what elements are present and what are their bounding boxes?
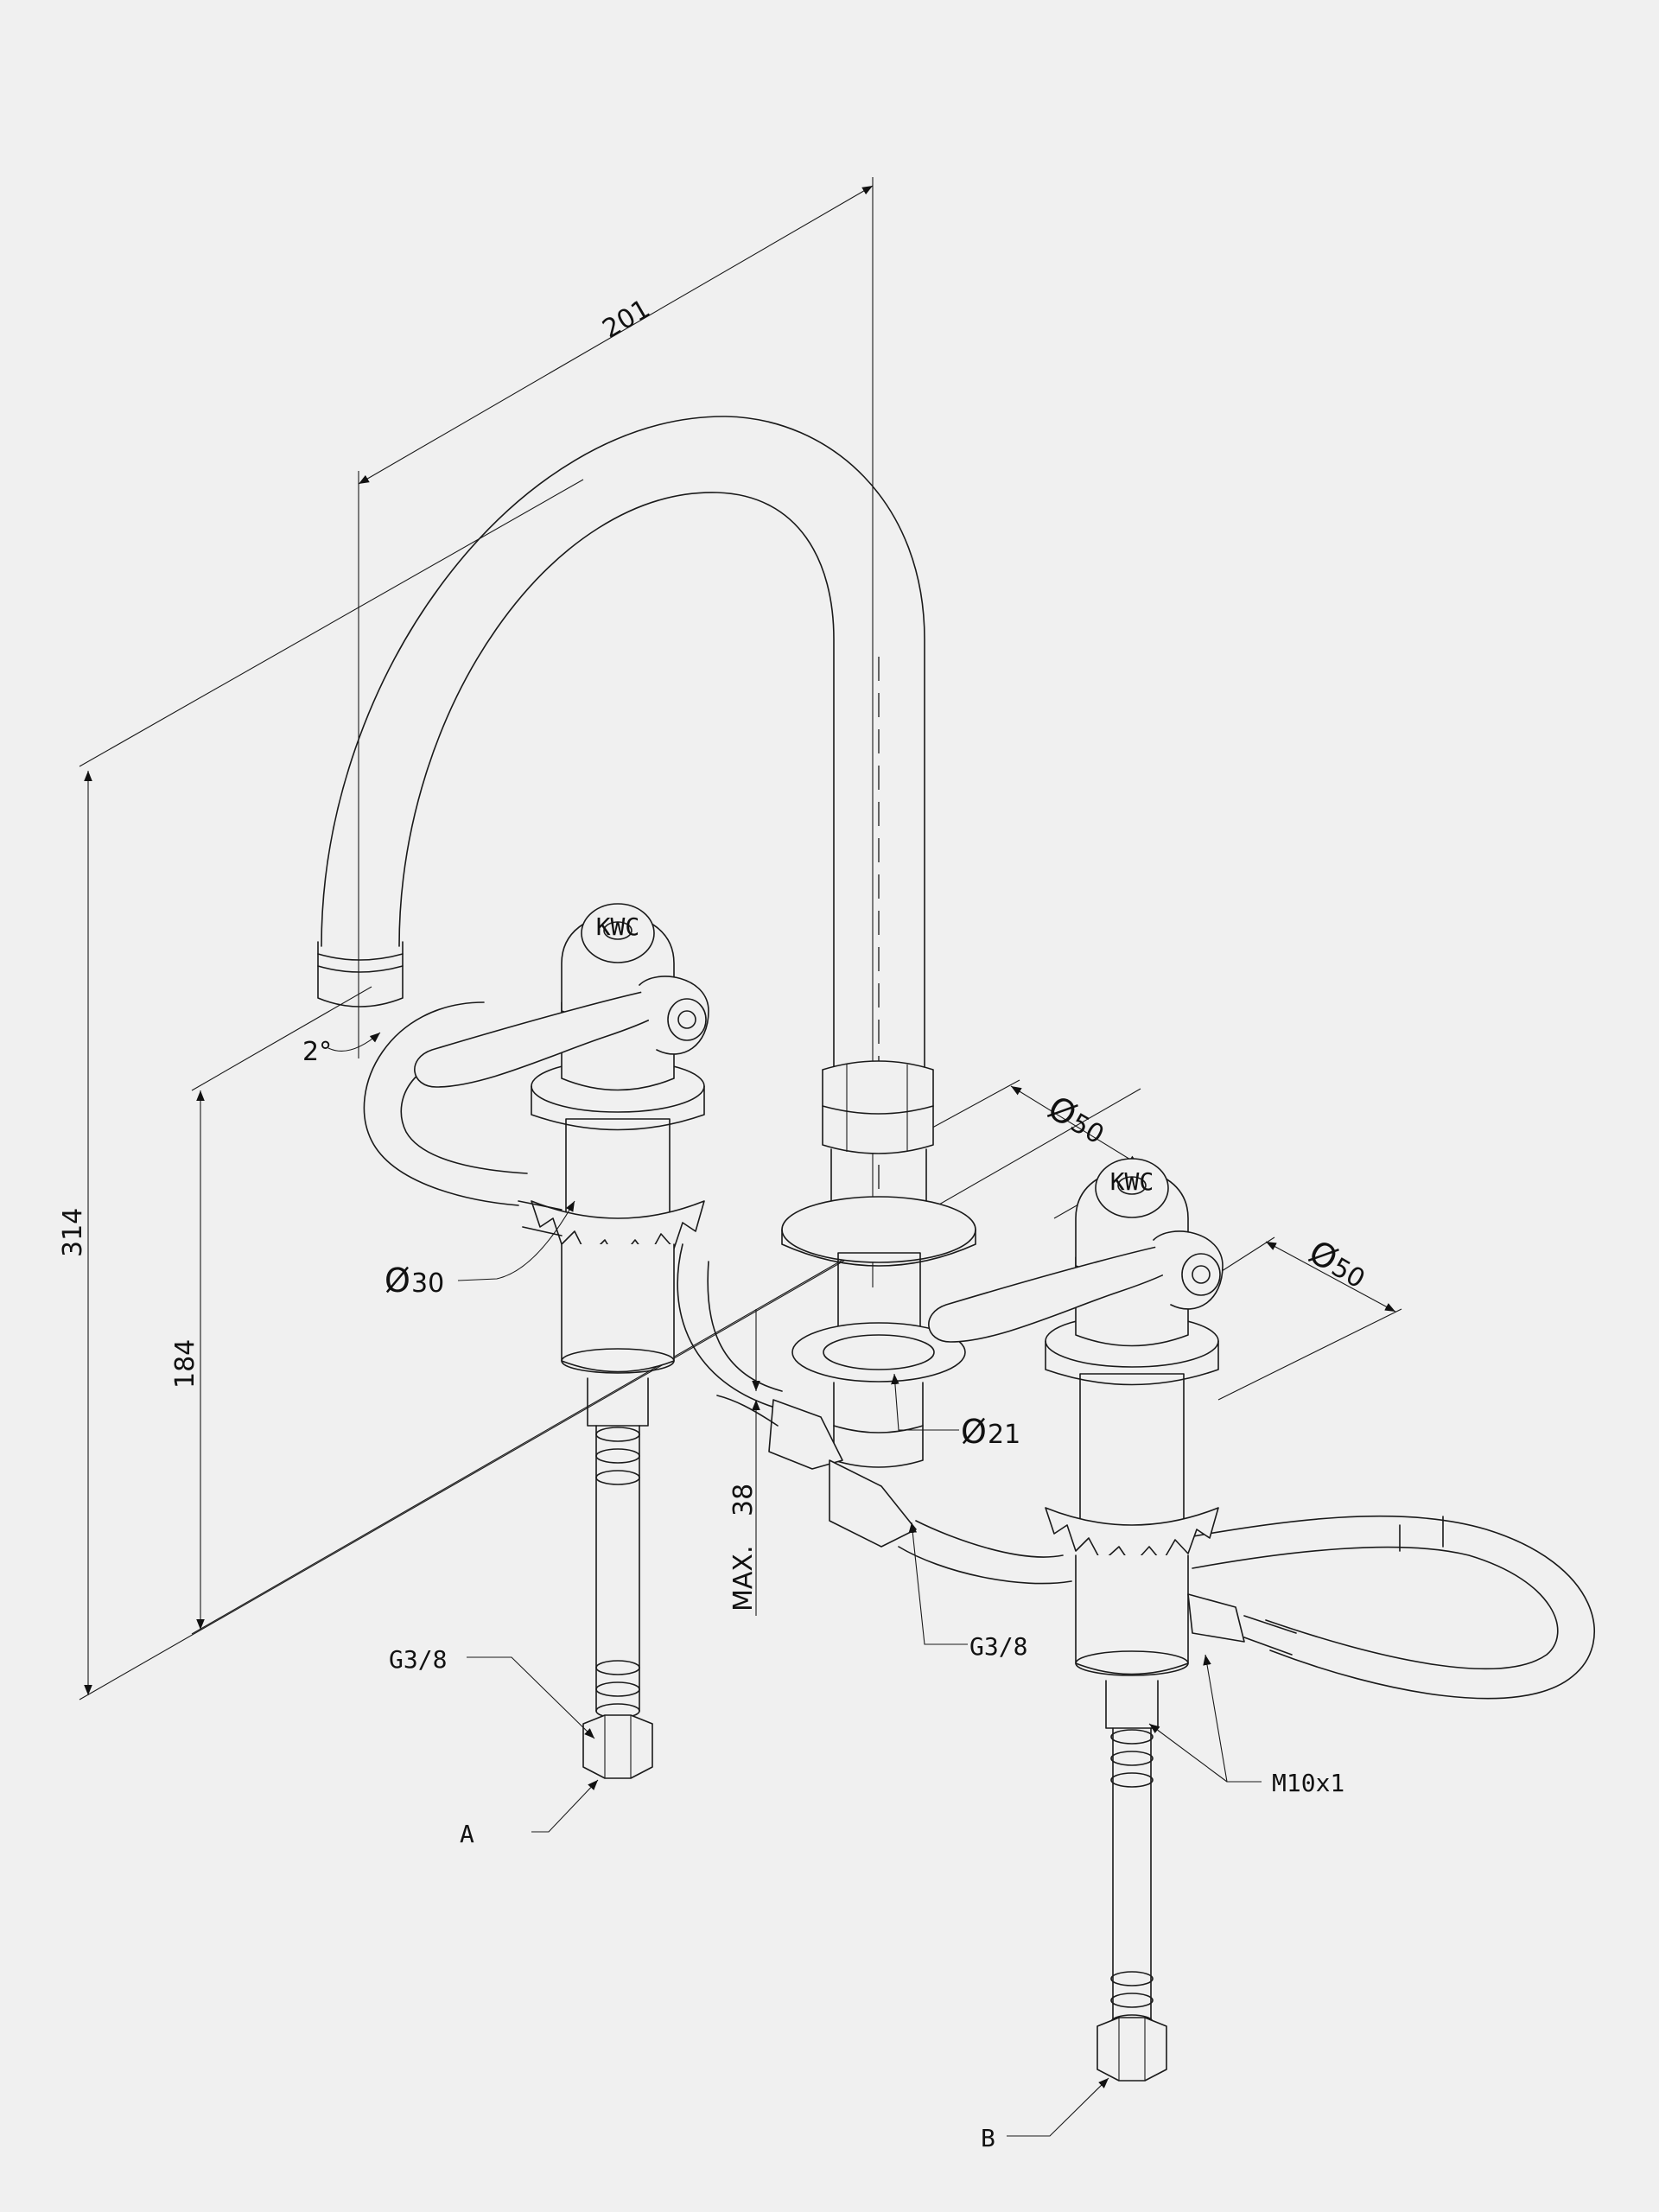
- dimension-lines: [79, 177, 1402, 1700]
- inlet-b-label: B: [981, 2124, 995, 2152]
- inlet-nut-a: [582, 1714, 653, 1779]
- inlet-nut-b: [1096, 2017, 1167, 2082]
- total-height-dimension-label: 314: [58, 1208, 88, 1257]
- reach-dimension-label: 201: [598, 294, 656, 345]
- brand-badge-left-text: KWC: [596, 912, 640, 941]
- diameter-symbol: Ø: [961, 1413, 987, 1451]
- brand-badge-left: [603, 921, 632, 940]
- tee-thread-label: G3/8: [969, 1632, 1027, 1661]
- diameter-symbol: Ø: [385, 1262, 410, 1300]
- shank-diameter-callout-spout: Ø 21: [961, 1413, 1020, 1451]
- leader-lines: [457, 1200, 1262, 2137]
- handle-shank-diameter-label: 30: [411, 1268, 444, 1299]
- left-flange-dimension-line: [1010, 1085, 1140, 1166]
- spout-height-dimension-label: 184: [170, 1339, 200, 1389]
- brand-badge-right-text: KWC: [1110, 1167, 1154, 1196]
- spout-shank-diameter-label: 21: [988, 1420, 1020, 1450]
- inlet-a-label: A: [460, 1820, 474, 1848]
- deck-max-label: MAX.: [728, 1546, 759, 1612]
- right-valve: KWC: [928, 1158, 1595, 2082]
- tee-connector: [716, 1395, 1072, 1585]
- deck-thickness-label: 38: [728, 1484, 759, 1516]
- left-valve: KWC: [363, 903, 783, 1779]
- right-flange-dimension-line: [1265, 1241, 1396, 1313]
- right-lever-handle: [928, 1239, 1199, 1343]
- spout: [317, 416, 976, 1468]
- reach-dimension-line: [358, 185, 874, 485]
- flange-diameter-callout-right: Ø 50: [1303, 1233, 1370, 1295]
- shank-diameter-callout-left: Ø 30: [385, 1262, 444, 1300]
- spout-angle-label: 2°: [302, 1037, 332, 1067]
- left-lever-handle: [414, 984, 685, 1088]
- inlet-thread-left-label: G3/8: [389, 1645, 447, 1674]
- hose-thread-label: M10x1: [1272, 1769, 1344, 1797]
- brand-badge-right: [1117, 1176, 1147, 1195]
